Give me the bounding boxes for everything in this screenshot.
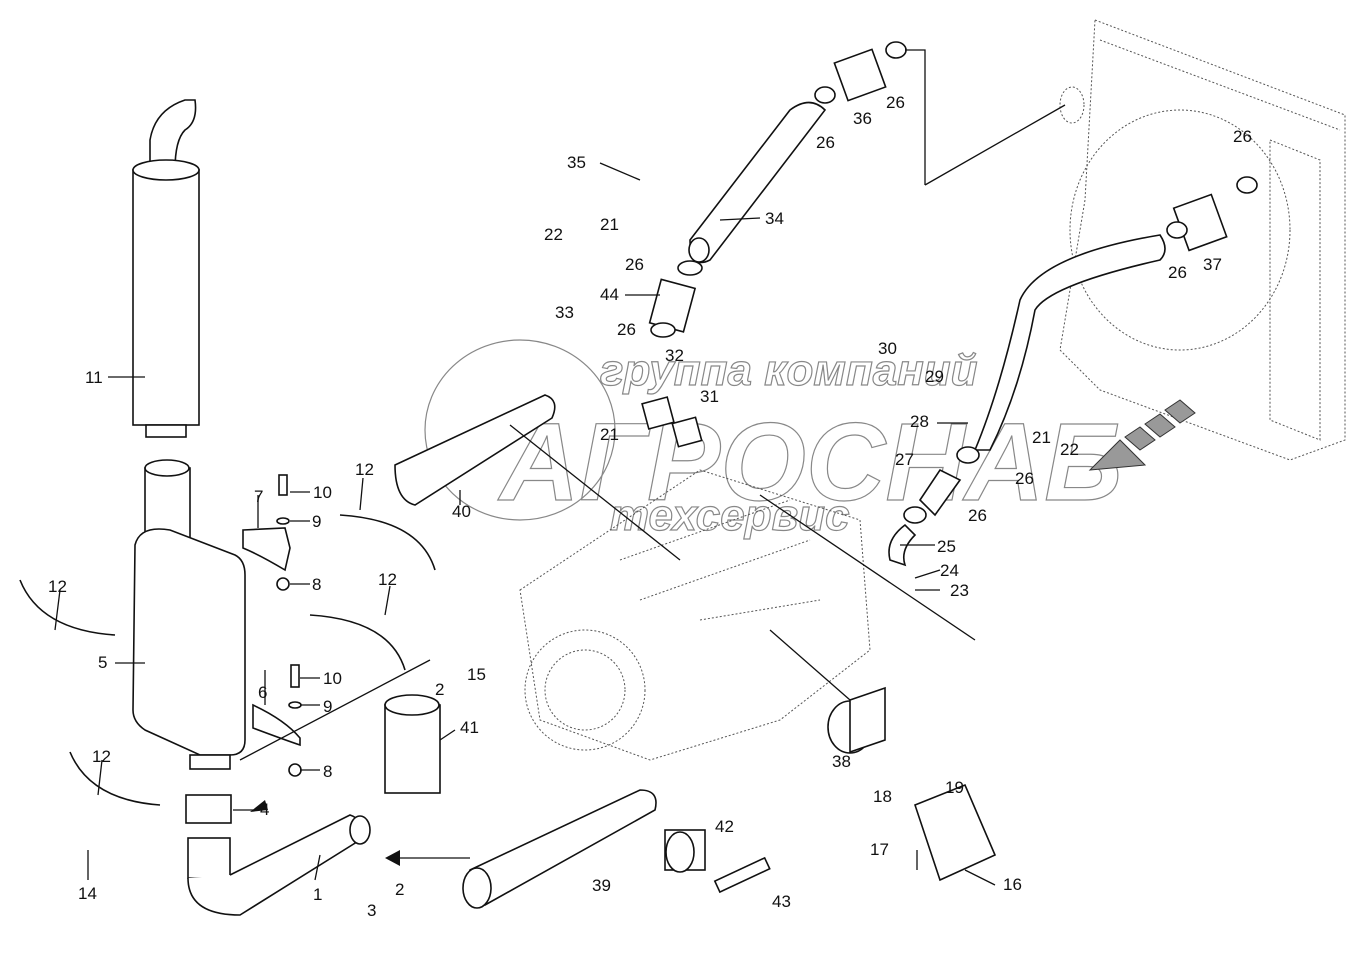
flange-32 [641, 396, 675, 430]
callout-2: 2 [435, 680, 444, 699]
callout-27: 27 [895, 450, 914, 469]
callout-24: 24 [940, 561, 959, 580]
callout-36: 36 [853, 109, 872, 128]
band-clamp-4 [185, 794, 232, 824]
callout-30: 30 [878, 339, 897, 358]
callout-26: 26 [1233, 127, 1252, 146]
callout-15: 15 [467, 665, 486, 684]
direction-arrow [1088, 399, 1196, 471]
bracket-7 [242, 527, 291, 572]
callout-12: 12 [48, 577, 67, 596]
charge-air-pipe-28 [973, 234, 1166, 451]
callout-21: 21 [600, 425, 619, 444]
callout-39: 39 [592, 876, 611, 895]
callout-26: 26 [625, 255, 644, 274]
callout-32: 32 [665, 346, 684, 365]
insulation-38 [827, 686, 886, 754]
strap-12-a [19, 579, 116, 636]
radiator [1059, 19, 1346, 461]
arrow-left-upper [250, 800, 268, 812]
callout-9: 9 [312, 512, 321, 531]
callout-25: 25 [937, 537, 956, 556]
callout-35: 35 [567, 153, 586, 172]
arrow-left-lower [385, 850, 400, 866]
gasket-31 [671, 416, 703, 448]
callout-44: 44 [600, 285, 619, 304]
callouts: 1 2 2 3 4 5 6 7 8 8 9 9 10 10 11 12 12 1… [48, 93, 1252, 920]
callout-22: 22 [544, 225, 563, 244]
callout-41: 41 [460, 718, 479, 737]
callout-43: 43 [772, 892, 791, 911]
strap-12-d [69, 751, 161, 806]
callout-6: 6 [258, 683, 267, 702]
callout-4: 4 [260, 800, 269, 819]
callout-37: 37 [1203, 255, 1222, 274]
callout-11: 11 [85, 368, 103, 387]
callout-16: 16 [1003, 875, 1022, 894]
fasteners-upper [276, 474, 290, 591]
leader-lines [54, 49, 1066, 886]
callout-21: 21 [1032, 428, 1051, 447]
callout-42: 42 [715, 817, 734, 836]
charge-air-pipe-34 [688, 101, 827, 264]
callout-9: 9 [323, 697, 332, 716]
callout-31: 31 [700, 387, 719, 406]
callout-38: 38 [832, 752, 851, 771]
callout-34: 34 [765, 209, 784, 228]
bracket-6 [252, 703, 301, 747]
elbow-27 [918, 468, 962, 517]
callout-10: 10 [323, 669, 342, 688]
callout-28: 28 [910, 412, 929, 431]
callout-8: 8 [312, 575, 321, 594]
exhaust-stack [132, 99, 200, 438]
callout-18: 18 [873, 787, 892, 806]
heat-shield-41 [384, 694, 441, 794]
callout-12: 12 [355, 460, 374, 479]
callout-26: 26 [886, 93, 905, 112]
callout-12: 12 [92, 747, 111, 766]
callout-2: 2 [395, 880, 404, 899]
insulation-42 [664, 829, 706, 873]
callout-21: 21 [600, 215, 619, 234]
callout-12: 12 [378, 570, 397, 589]
fasteners-lower [288, 664, 302, 777]
cover-16 [914, 783, 997, 882]
callout-33: 33 [555, 303, 574, 322]
callout-7: 7 [254, 487, 263, 506]
watermark-line3: техсервис [610, 491, 850, 540]
stud-43 [713, 856, 771, 894]
watermark-logo [424, 339, 616, 521]
callout-40: 40 [452, 502, 471, 521]
callout-26: 26 [1168, 263, 1187, 282]
engine-block [519, 469, 871, 761]
callout-22: 22 [1060, 440, 1079, 459]
hose-36 [833, 48, 887, 102]
callout-26: 26 [968, 506, 987, 525]
watermark-line1: группа компаний [600, 346, 978, 395]
heat-shield-39 [462, 789, 657, 909]
watermark: группа компаний АГРОСНАБ техсервис [424, 339, 1123, 541]
callout-14: 14 [78, 884, 97, 903]
callout-17: 17 [870, 840, 889, 859]
callout-29: 29 [925, 367, 944, 386]
callout-3: 3 [367, 901, 376, 920]
strap-12-c [309, 614, 406, 671]
heat-shield-40 [394, 394, 556, 506]
callout-23: 23 [950, 581, 969, 600]
callout-19: 19 [945, 778, 964, 797]
callout-26: 26 [1015, 469, 1034, 488]
hose-clamps-26 [650, 41, 1258, 524]
callout-1: 1 [313, 885, 322, 904]
callout-26: 26 [617, 320, 636, 339]
strap-12-b [339, 514, 436, 571]
watermark-line2: АГРОСНАБ [497, 401, 1122, 524]
muffler [132, 459, 246, 770]
callout-8: 8 [323, 762, 332, 781]
exhaust-elbow-pipe [187, 814, 371, 916]
callout-26: 26 [816, 133, 835, 152]
callout-10: 10 [313, 483, 332, 502]
callout-5: 5 [98, 653, 107, 672]
